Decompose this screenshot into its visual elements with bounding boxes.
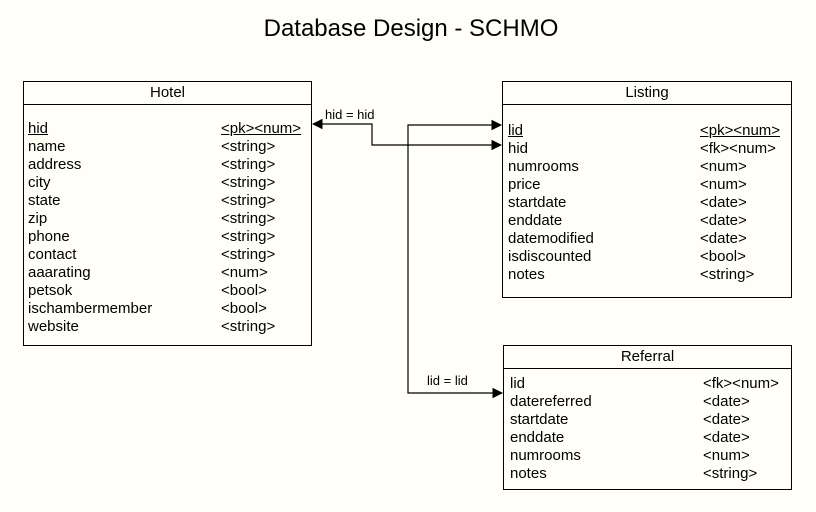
- field-name: phone: [28, 228, 70, 245]
- table-row: enddate <date>: [504, 429, 791, 447]
- field-name: name: [28, 138, 66, 155]
- field-name: numrooms: [510, 447, 581, 464]
- hotel-listing-label: hid = hid: [324, 107, 376, 122]
- table-row: numrooms <num>: [503, 158, 791, 176]
- field-type: <date>: [703, 429, 750, 446]
- field-name: hid: [508, 140, 529, 157]
- field-type: <string>: [703, 465, 758, 482]
- field-type: <bool>: [221, 300, 267, 317]
- field-type: <fk><num>: [700, 140, 776, 157]
- table-row: hid <pk><num>: [24, 120, 311, 138]
- table-row: price <num>: [503, 176, 791, 194]
- field-type: <date>: [700, 230, 747, 247]
- referral-table[interactable]: Referral lid <fk><num> datereferred <date>…: [503, 345, 792, 490]
- field-name: notes: [508, 266, 545, 283]
- field-type: <pk><num>: [221, 120, 302, 137]
- field-type: <date>: [703, 393, 750, 410]
- field-name: address: [28, 156, 82, 173]
- table-row: city <string>: [24, 174, 311, 192]
- field-type: <string>: [221, 138, 276, 155]
- field-type: <date>: [703, 411, 750, 428]
- referral-fields: lid <fk><num> datereferred <date> startdat…: [504, 369, 791, 483]
- field-name: state: [28, 192, 61, 209]
- table-row: notes <string>: [503, 266, 791, 284]
- field-type: <string>: [221, 228, 276, 245]
- table-row: lid <pk><num>: [503, 122, 791, 140]
- listing-table-header: Listing: [503, 82, 791, 105]
- table-row: startdate <date>: [503, 194, 791, 212]
- listing-fields: lid<pk><num> hid<fk><num> numrooms<num> …: [503, 105, 791, 284]
- listing-referral-connector: [407, 119, 504, 399]
- field-name: ischambermember: [28, 300, 153, 317]
- field-name: datemodified: [508, 230, 594, 247]
- field-name: datereferred: [510, 393, 592, 410]
- field-name: contact: [28, 246, 77, 263]
- field-name: petsok: [28, 282, 73, 299]
- table-row: website <string>: [24, 318, 311, 336]
- field-type: <num>: [703, 447, 750, 464]
- field-type: <fk><num>: [703, 375, 779, 392]
- table-row: phone <string>: [24, 228, 311, 246]
- field-type: <pk><num>: [700, 122, 781, 139]
- hotel-fields: hid <pk><num> name <string> address <string…: [24, 105, 311, 336]
- table-row: startdate <date>: [504, 411, 791, 429]
- field-name: hid: [28, 120, 49, 137]
- table-row: notes <string>: [504, 465, 791, 483]
- table-row: address <string>: [24, 156, 311, 174]
- field-type: <string>: [221, 246, 276, 263]
- field-name: enddate: [510, 429, 565, 446]
- field-type: <date>: [700, 194, 747, 211]
- field-name: numrooms: [508, 158, 579, 175]
- field-type: <string>: [221, 192, 276, 209]
- field-type: <num>: [700, 176, 747, 193]
- field-type: <string>: [700, 266, 755, 283]
- table-row: ischambermember <bool>: [24, 300, 311, 318]
- hotel-table-header: Hotel: [24, 82, 311, 105]
- table-row: name <string>: [24, 138, 311, 156]
- field-name: notes: [510, 465, 547, 482]
- listing-table[interactable]: Listing lid <pk><num> hid <fk><num> numroo…: [502, 81, 792, 298]
- field-name: enddate: [508, 212, 563, 229]
- table-row: contact <string>: [24, 246, 311, 264]
- field-type: <string>: [221, 174, 276, 191]
- field-name: city: [28, 174, 51, 191]
- table-row: state <string>: [24, 192, 311, 210]
- field-name: lid: [510, 375, 526, 392]
- table-row: numrooms <num>: [504, 447, 791, 465]
- hotel-listing-connector: [311, 118, 503, 151]
- field-name: website: [28, 318, 79, 335]
- field-type: <num>: [221, 264, 268, 281]
- field-type: <bool>: [221, 282, 267, 299]
- field-type: <string>: [221, 156, 276, 173]
- field-name: price: [508, 176, 541, 193]
- field-type: <string>: [221, 318, 276, 335]
- table-row: enddate <date>: [503, 212, 791, 230]
- table-row: aaarating <num>: [24, 264, 311, 282]
- field-name: startdate: [508, 194, 567, 211]
- field-type: <num>: [700, 158, 747, 175]
- table-row: lid <fk><num>: [504, 375, 791, 393]
- table-row: datereferred <date>: [504, 393, 791, 411]
- field-name: zip: [28, 210, 48, 227]
- table-row: isdiscounted <bool>: [503, 248, 791, 266]
- hotel-table[interactable]: Hotel hid <pk><num> name <string> address <…: [23, 81, 312, 346]
- field-name: isdiscounted: [508, 248, 592, 265]
- field-type: <string>: [221, 210, 276, 227]
- table-row: hid <fk><num>: [503, 140, 791, 158]
- field-name: startdate: [510, 411, 569, 428]
- listing-referral-label: lid = lid: [426, 373, 469, 388]
- field-type: <bool>: [700, 248, 746, 265]
- table-row: zip <string>: [24, 210, 311, 228]
- table-row: petsok <bool>: [24, 282, 311, 300]
- referral-table-header: Referral: [504, 346, 791, 369]
- diagram-title: Database Design - SCHMO: [263, 15, 559, 42]
- table-row: datemodified <date>: [503, 230, 791, 248]
- field-name: aaarating: [28, 264, 91, 281]
- field-name: lid: [508, 122, 524, 139]
- field-type: <date>: [700, 212, 747, 229]
